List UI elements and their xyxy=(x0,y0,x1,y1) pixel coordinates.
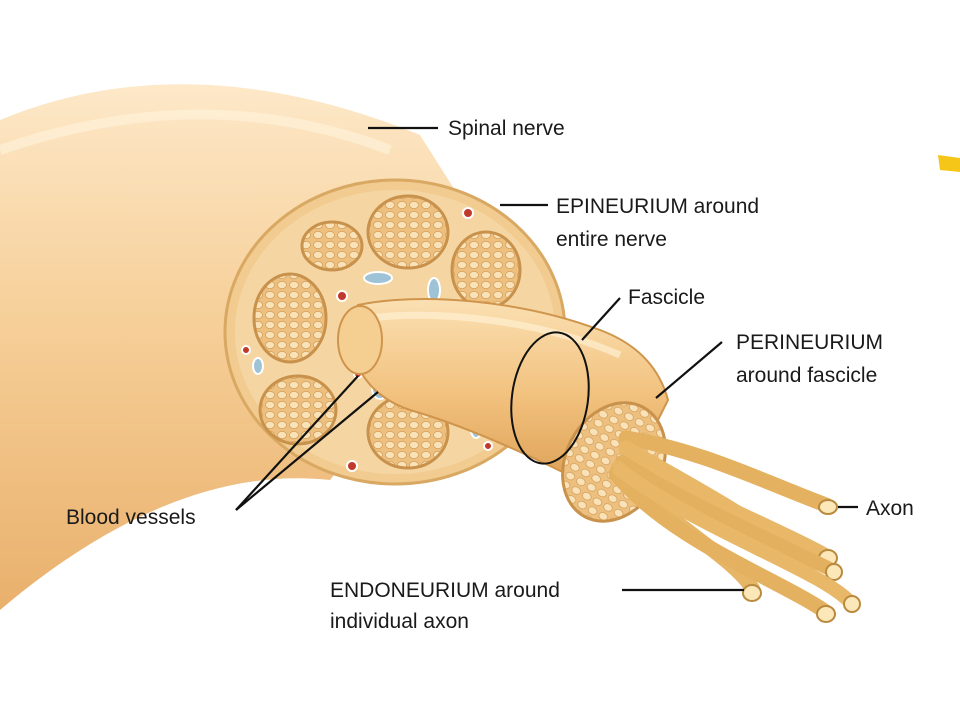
label-epineurium-line2: entire nerve xyxy=(556,228,667,251)
axon xyxy=(613,463,857,609)
fascicle-section xyxy=(450,230,522,310)
label-axon: Axon xyxy=(866,497,914,520)
label-endoneurium-line1: ENDONEURIUM around xyxy=(330,579,560,602)
labels: Spinal nerve EPINEURIUM around entire ne… xyxy=(66,117,914,633)
label-endoneurium-line2: individual axon xyxy=(330,610,469,633)
axon-bundle xyxy=(608,430,861,623)
fascicle-section xyxy=(300,220,364,272)
corner-accent-shape xyxy=(938,155,960,172)
blood-vessel xyxy=(336,290,348,302)
leader-lines xyxy=(235,126,858,592)
fascicle-section xyxy=(366,194,450,270)
label-fascicle: Fascicle xyxy=(628,286,705,309)
axon xyxy=(615,455,839,577)
label-epineurium-line1: EPINEURIUM around xyxy=(556,195,759,218)
blood-vessel xyxy=(462,207,474,219)
label-perineurium-line1: PERINEURIUM xyxy=(736,331,883,354)
fascicle-section xyxy=(258,374,338,446)
blood-vessel xyxy=(346,460,358,472)
fascicle-ring-marker xyxy=(510,331,590,465)
label-blood-vessels: Blood vessels xyxy=(66,506,196,529)
vein xyxy=(252,357,264,375)
axon xyxy=(620,447,834,564)
label-perineurium-line2: around fascicle xyxy=(736,364,877,387)
label-spinal-nerve: Spinal nerve xyxy=(448,117,565,140)
blood-vessel-leader xyxy=(235,375,359,511)
axon xyxy=(618,430,834,513)
vein xyxy=(363,271,393,285)
blood-vessel xyxy=(241,345,251,355)
perineurium-leader xyxy=(655,341,723,399)
axon xyxy=(608,466,834,620)
fascicle-section xyxy=(252,272,328,364)
blood-vessel-leader xyxy=(235,391,379,511)
blood-vessel xyxy=(483,441,493,451)
fascicle-leader xyxy=(581,297,621,341)
